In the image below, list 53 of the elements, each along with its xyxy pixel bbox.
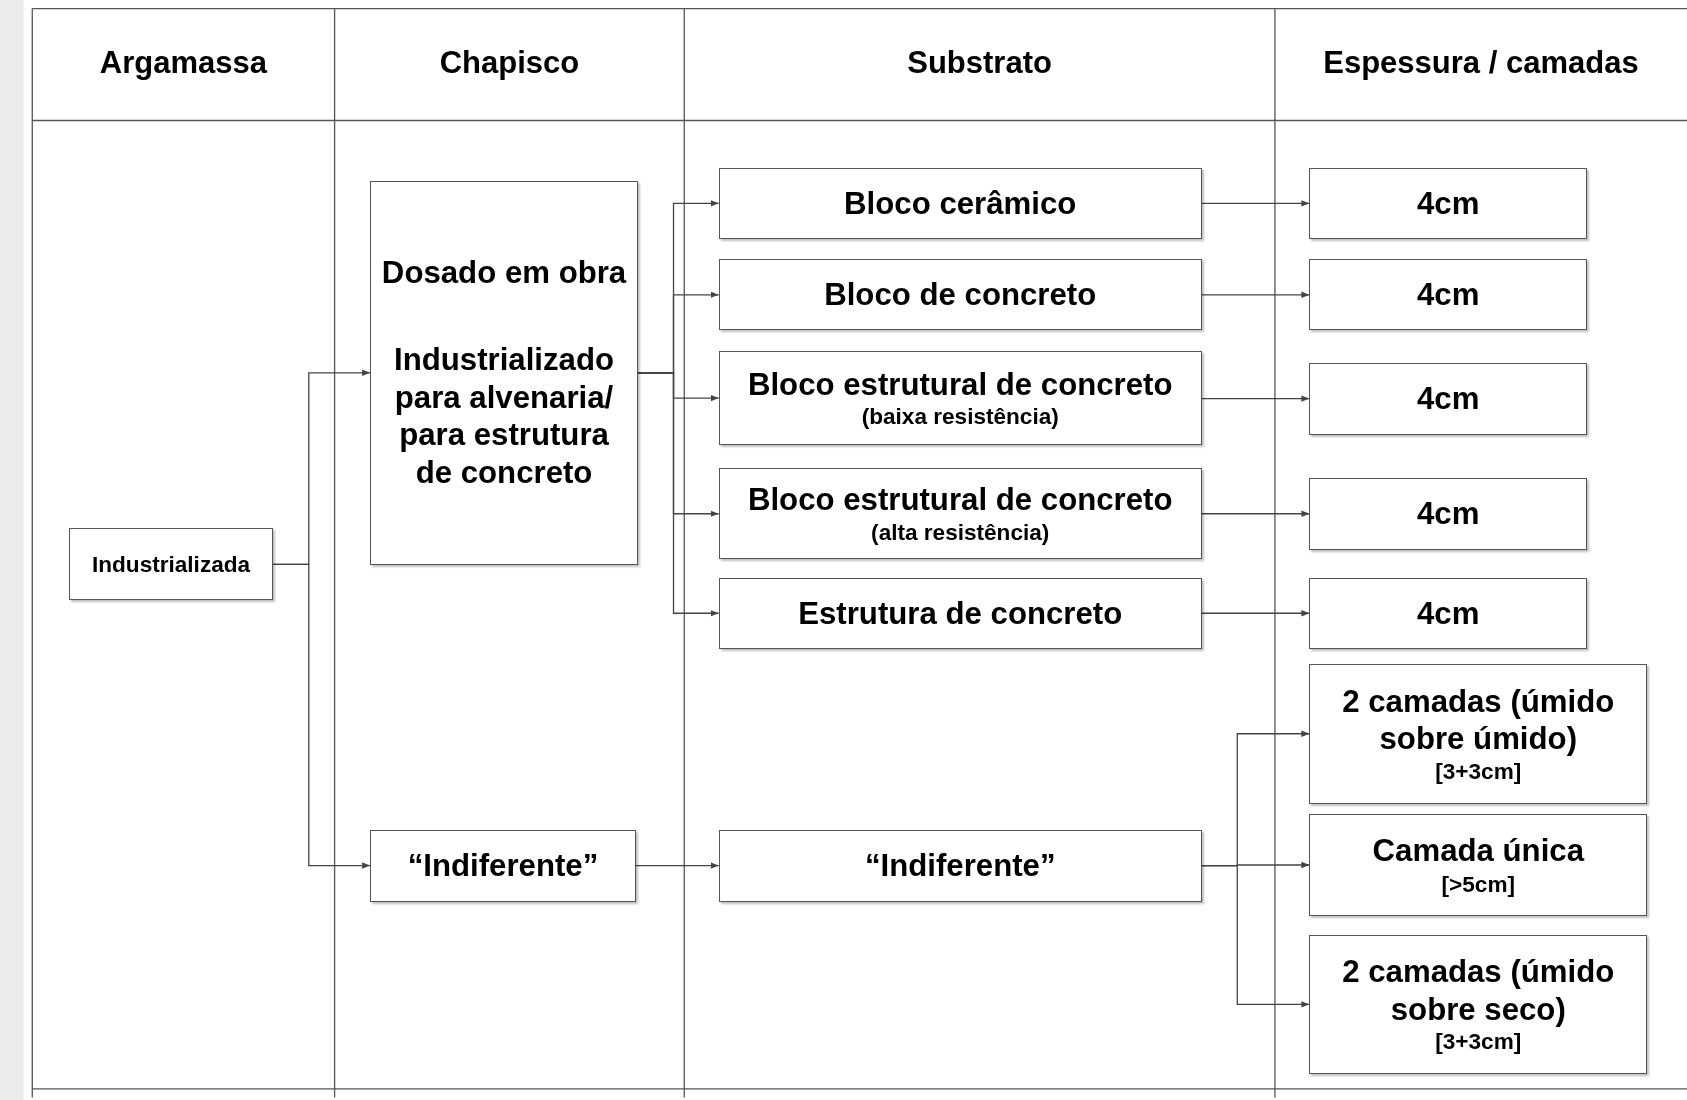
process-box	[68, 528, 274, 601]
box-label: 4cm	[1415, 379, 1481, 418]
process-box	[718, 259, 1202, 331]
box-label: 4cm	[1415, 495, 1481, 533]
arrow	[1201, 200, 1310, 207]
arrow	[1201, 864, 1310, 1008]
box-label: 4cm	[1415, 184, 1481, 223]
column-header: Substrato	[906, 45, 1053, 82]
box-label: 2 camadas (úmido sobre seco)	[1341, 953, 1616, 1029]
arrow	[1201, 610, 1310, 617]
process-box	[718, 577, 1202, 649]
box-label: 4cm	[1415, 276, 1481, 314]
process-box	[1309, 167, 1587, 239]
process-box	[370, 180, 638, 565]
process-box	[1309, 814, 1648, 916]
box-label: Estrutura de concreto	[797, 594, 1124, 632]
box-sublabel: Industrializado para alvenaria/ para estrutura de concreto	[393, 341, 616, 492]
arrow	[1201, 291, 1310, 298]
arrow	[635, 862, 720, 869]
process-box	[718, 167, 1202, 239]
process-box	[1309, 362, 1587, 435]
box-sublabel: [3+3cm]	[1434, 1028, 1523, 1056]
box-label: Industrializada	[91, 550, 252, 578]
column-header: Argamassa	[98, 45, 269, 82]
box-label: “Indiferente”	[863, 846, 1057, 885]
process-box	[1309, 934, 1648, 1074]
process-box	[370, 829, 636, 902]
box-label: 2 camadas (úmido sobre úmido)	[1341, 682, 1616, 758]
process-box	[1309, 259, 1587, 331]
box-label: Bloco de concreto	[823, 276, 1098, 314]
process-box	[1309, 477, 1587, 550]
box-label: “Indiferente”	[406, 846, 600, 885]
box-label: Bloco estrutural de concreto	[746, 481, 1174, 519]
process-box	[718, 350, 1202, 446]
box-sublabel: [3+3cm]	[1434, 757, 1523, 785]
arrow	[1201, 510, 1310, 517]
arrow	[272, 563, 371, 869]
column-header: Espessura / camadas	[1322, 45, 1640, 82]
column-header: Chapisco	[438, 45, 581, 82]
box-label: 4cm	[1415, 594, 1481, 632]
box-sublabel: [>5cm]	[1440, 871, 1516, 899]
box-label: Camada única	[1371, 831, 1586, 870]
box-label: Dosado em obra	[380, 254, 628, 292]
process-box	[1309, 577, 1587, 649]
box-sublabel: (baixa resistência)	[860, 403, 1060, 431]
box-label: Bloco cerâmico	[843, 184, 1078, 223]
process-box	[718, 829, 1202, 902]
process-box	[1309, 663, 1648, 804]
box-label: Bloco estrutural de concreto	[746, 365, 1174, 404]
arrow	[637, 372, 720, 617]
process-box	[718, 468, 1202, 560]
box-sublabel: (alta resistência)	[870, 518, 1051, 546]
arrow	[1201, 395, 1310, 402]
